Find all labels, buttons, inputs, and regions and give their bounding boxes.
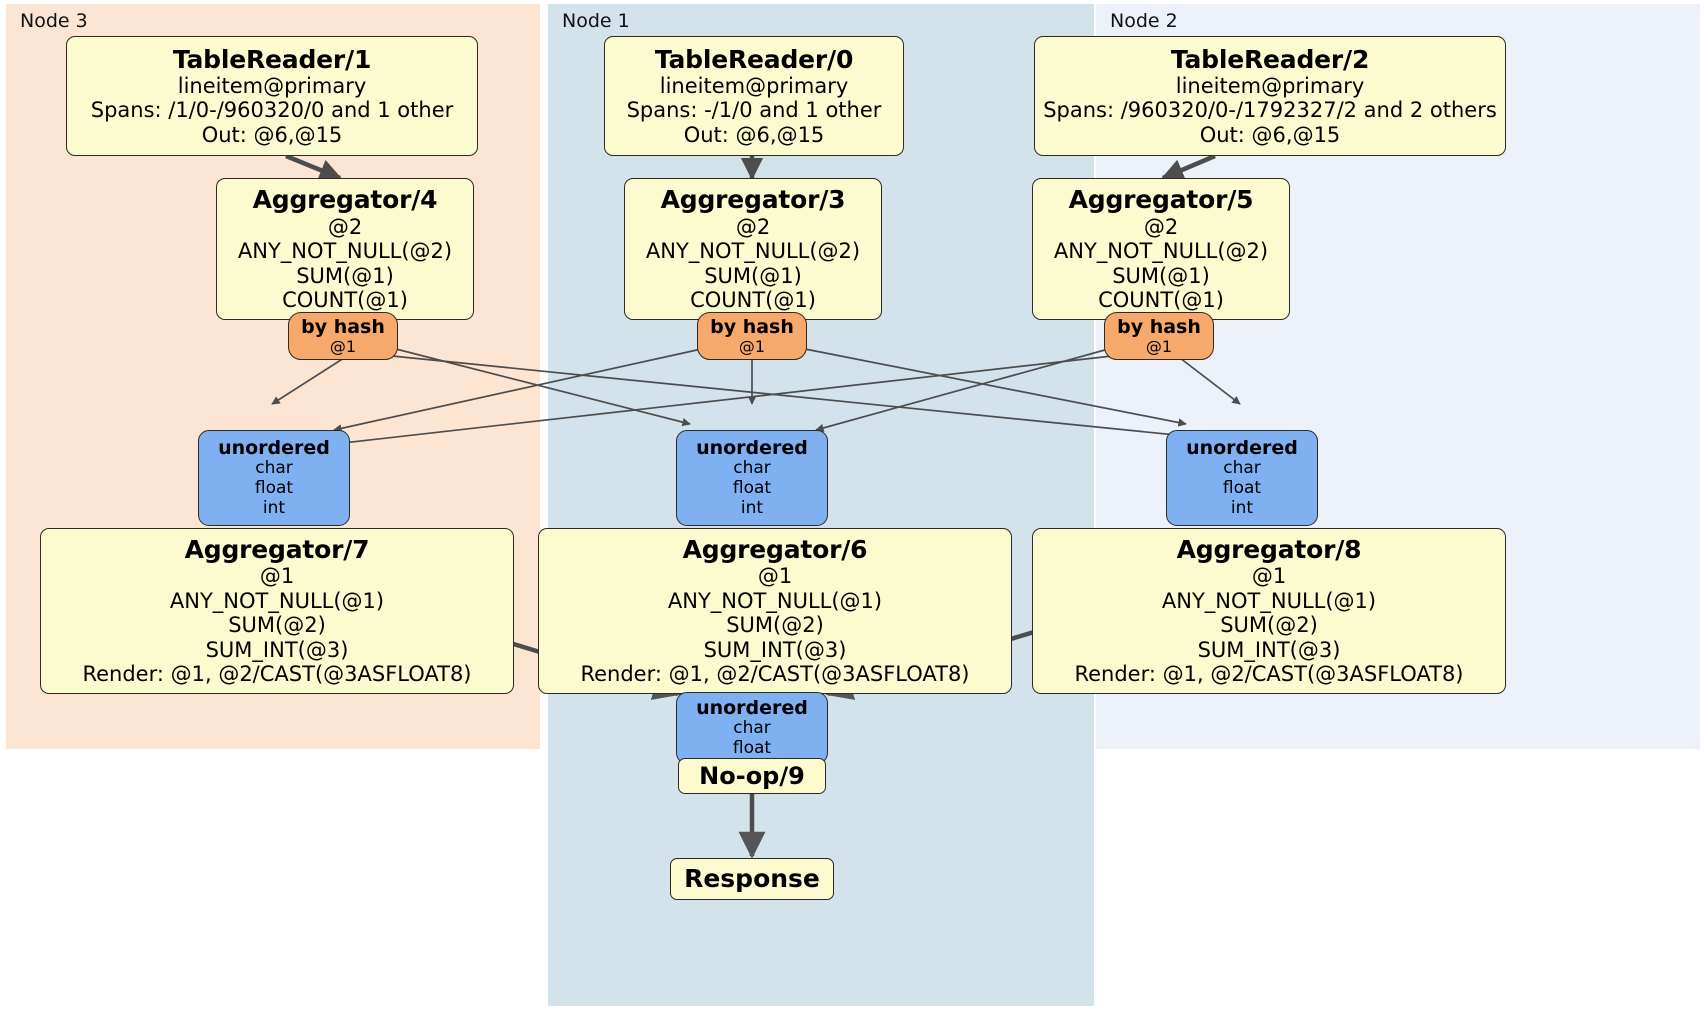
node-title: Response [684, 864, 820, 894]
node-detail-line: SUM_INT(@3) [1197, 637, 1341, 662]
node-title: Aggregator/6 [682, 534, 868, 564]
node-title: Aggregator/8 [1176, 534, 1362, 564]
node-detail-line: SUM(@2) [726, 613, 824, 638]
node-title: Aggregator/3 [660, 185, 846, 215]
node-detail-line: lineitem@primary [659, 73, 849, 98]
node-no-op-9[interactable]: No-op/9 [678, 758, 826, 794]
node-detail-line: ANY_NOT_NULL(@2) [237, 239, 453, 264]
node-detail-line: @1 [757, 564, 793, 589]
cluster-label-node-1: Node 1 [562, 10, 630, 32]
node-response[interactable]: Response [670, 858, 834, 900]
receiver-type-line: int [740, 498, 764, 519]
receiver-unordered-final[interactable]: unordered char float [676, 692, 828, 764]
node-aggregator-7[interactable]: Aggregator/7 @1 ANY_NOT_NULL(@1) SUM(@2)… [40, 528, 514, 694]
node-detail-line: ANY_NOT_NULL(@1) [1161, 588, 1377, 613]
receiver-title: unordered [696, 697, 808, 720]
node-tablereader-1[interactable]: TableReader/1 lineitem@primary Spans: /1… [66, 36, 478, 156]
router-detail-line: @1 [329, 336, 357, 356]
receiver-type-line: char [733, 458, 771, 479]
node-detail-line: Spans: /1/0-/960320/0 and 1 other [90, 98, 454, 123]
router-detail-line: @1 [738, 336, 766, 356]
router-by-hash-left[interactable]: by hash @1 [288, 312, 398, 360]
node-title: Aggregator/5 [1068, 185, 1254, 215]
receiver-unordered-center[interactable]: unordered char float int [676, 430, 828, 526]
node-title: Aggregator/4 [252, 185, 438, 215]
node-detail-line: Out: @6,@15 [201, 122, 343, 147]
receiver-unordered-left[interactable]: unordered char float int [198, 430, 350, 526]
node-tablereader-0[interactable]: TableReader/0 lineitem@primary Spans: -/… [604, 36, 904, 156]
node-detail-line: ANY_NOT_NULL(@1) [667, 588, 883, 613]
node-detail-line: COUNT(@1) [690, 288, 816, 313]
node-detail-line: lineitem@primary [1175, 73, 1365, 98]
router-by-hash-right[interactable]: by hash @1 [1104, 312, 1214, 360]
receiver-type-line: int [1230, 498, 1254, 519]
node-detail-line: COUNT(@1) [1098, 288, 1224, 313]
node-detail-line: ANY_NOT_NULL(@2) [1053, 239, 1269, 264]
node-detail-line: SUM(@1) [296, 263, 394, 288]
receiver-type-line: float [1222, 478, 1262, 499]
receiver-title: unordered [696, 437, 808, 460]
node-detail-line: @1 [259, 564, 295, 589]
node-title: No-op/9 [699, 761, 805, 790]
node-detail-line: SUM(@1) [1112, 263, 1210, 288]
router-detail-line: @1 [1145, 336, 1173, 356]
node-detail-line: Out: @6,@15 [1199, 122, 1341, 147]
node-detail-line: SUM_INT(@3) [703, 637, 847, 662]
receiver-type-line: float [732, 738, 772, 759]
node-tablereader-2[interactable]: TableReader/2 lineitem@primary Spans: /9… [1034, 36, 1506, 156]
node-detail-line: ANY_NOT_NULL(@2) [645, 239, 861, 264]
node-detail-line: Spans: /960320/0-/1792327/2 and 2 others [1043, 98, 1497, 123]
router-title: by hash [301, 315, 385, 338]
receiver-type-line: char [1223, 458, 1261, 479]
node-detail-line: SUM(@2) [228, 613, 326, 638]
node-detail-line: @2 [1143, 214, 1179, 239]
router-by-hash-center[interactable]: by hash @1 [697, 312, 807, 360]
receiver-type-line: char [733, 718, 771, 739]
node-detail-line: Out: @6,@15 [683, 122, 825, 147]
receiver-title: unordered [1186, 437, 1298, 460]
node-aggregator-5[interactable]: Aggregator/5 @2 ANY_NOT_NULL(@2) SUM(@1)… [1032, 178, 1290, 320]
node-title: TableReader/0 [654, 44, 854, 74]
node-title: TableReader/1 [172, 44, 372, 74]
node-detail-line: COUNT(@1) [282, 288, 408, 313]
node-detail-line: Spans: -/1/0 and 1 other [626, 98, 882, 123]
node-aggregator-8[interactable]: Aggregator/8 @1 ANY_NOT_NULL(@1) SUM(@2)… [1032, 528, 1506, 694]
node-render-line: Render: @1, @2/CAST(@3ASFLOAT8) [1074, 662, 1464, 687]
node-detail-line: SUM(@2) [1220, 613, 1318, 638]
node-aggregator-4[interactable]: Aggregator/4 @2 ANY_NOT_NULL(@2) SUM(@1)… [216, 178, 474, 320]
cluster-label-node-2: Node 2 [1110, 10, 1178, 32]
node-detail-line: ANY_NOT_NULL(@1) [169, 588, 385, 613]
router-title: by hash [1117, 315, 1201, 338]
node-aggregator-3[interactable]: Aggregator/3 @2 ANY_NOT_NULL(@2) SUM(@1)… [624, 178, 882, 320]
receiver-type-line: float [732, 478, 772, 499]
node-title: TableReader/2 [1170, 44, 1370, 74]
node-detail-line: SUM(@1) [704, 263, 802, 288]
router-title: by hash [710, 315, 794, 338]
node-title: Aggregator/7 [184, 534, 370, 564]
cluster-label-node-3: Node 3 [20, 10, 88, 32]
node-detail-line: @1 [1251, 564, 1287, 589]
node-detail-line: SUM_INT(@3) [205, 637, 349, 662]
receiver-type-line: char [255, 458, 293, 479]
node-detail-line: @2 [735, 214, 771, 239]
node-render-line: Render: @1, @2/CAST(@3ASFLOAT8) [82, 662, 472, 687]
node-detail-line: @2 [327, 214, 363, 239]
receiver-title: unordered [218, 437, 330, 460]
receiver-type-line: float [254, 478, 294, 499]
node-detail-line: lineitem@primary [177, 73, 367, 98]
receiver-type-line: int [262, 498, 286, 519]
node-aggregator-6[interactable]: Aggregator/6 @1 ANY_NOT_NULL(@1) SUM(@2)… [538, 528, 1012, 694]
node-render-line: Render: @1, @2/CAST(@3ASFLOAT8) [580, 662, 970, 687]
receiver-unordered-right[interactable]: unordered char float int [1166, 430, 1318, 526]
